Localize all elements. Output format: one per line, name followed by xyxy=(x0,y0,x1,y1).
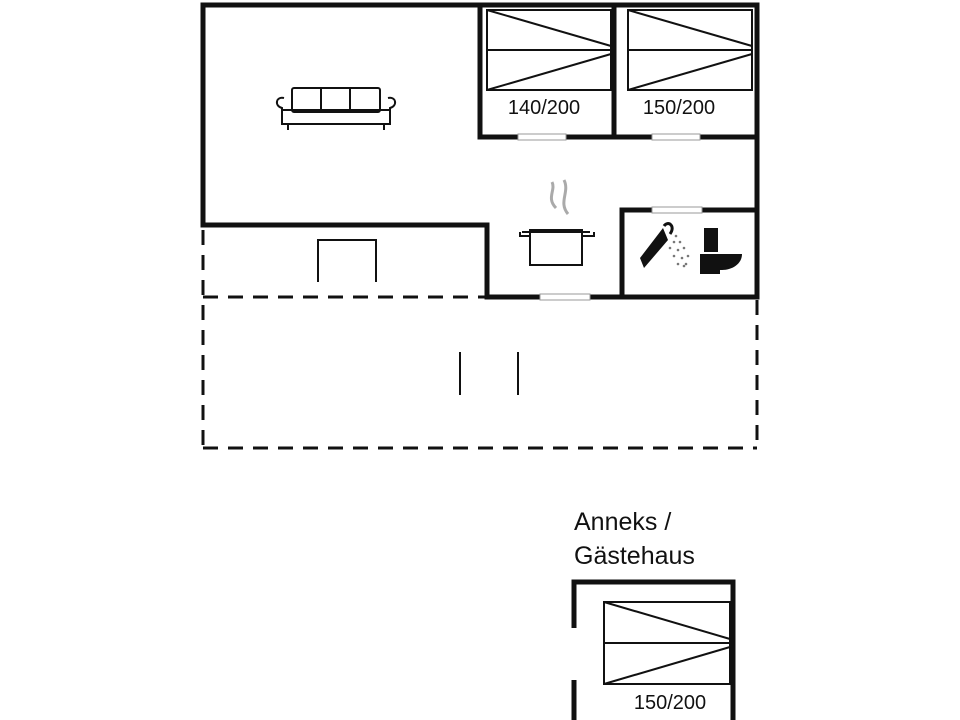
cooking-pot-icon xyxy=(519,179,595,266)
bed-size-label: 140/200 xyxy=(508,97,580,119)
fireplace xyxy=(317,239,377,282)
terrace-outline xyxy=(201,230,759,450)
toilet-icon xyxy=(700,228,742,274)
terrace-furniture xyxy=(459,352,519,395)
bed-icon xyxy=(486,9,612,91)
shower-icon xyxy=(640,222,690,268)
bed-size-label: 150/200 xyxy=(643,97,715,119)
main-house-walls xyxy=(200,2,760,300)
bed-icon xyxy=(627,9,753,91)
annex-title-line2: Gästehaus xyxy=(574,542,695,570)
sofa-icon xyxy=(276,87,396,130)
bed-size-label: 150/200 xyxy=(634,692,706,714)
door-openings xyxy=(517,132,703,302)
annex-title-line1: Anneks / xyxy=(574,508,671,536)
bed-icon xyxy=(603,601,731,685)
